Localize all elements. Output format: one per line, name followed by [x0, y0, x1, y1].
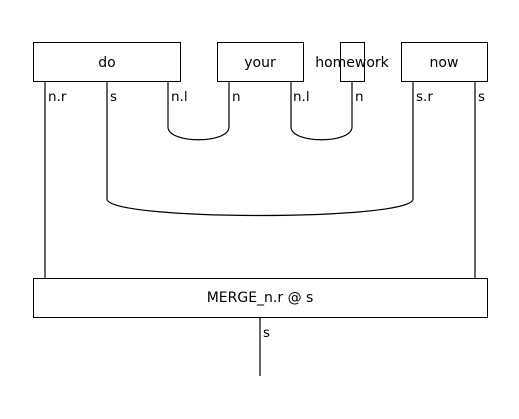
- type-label-do-nr: n.r: [48, 89, 67, 105]
- merge-label: MERGE_n.r @ s: [207, 290, 314, 306]
- type-label-your-nl: n.l: [293, 89, 310, 105]
- cup-do-nl-your-n: [167, 81, 230, 141]
- type-label-do-nl: n.l: [171, 89, 188, 105]
- type-label-your-n: n: [232, 89, 241, 105]
- type-label-now-s: s: [478, 89, 485, 105]
- merge-box: MERGE_n.r @ s: [33, 278, 488, 318]
- type-label-do-s: s: [110, 89, 117, 105]
- cup-do-s-now-sr: [106, 81, 414, 217]
- word-label-your: your: [244, 55, 276, 71]
- word-label-now: now: [430, 55, 459, 71]
- type-label-now-sr: s.r: [416, 89, 433, 105]
- word-label-homework: homework: [315, 55, 389, 71]
- cup-your-nl-homework-n: [290, 81, 353, 141]
- type-label-homework-n: n: [355, 89, 364, 105]
- word-box-do: do: [33, 42, 181, 82]
- type-label-output-s: s: [263, 325, 270, 341]
- word-box-your: your: [217, 42, 304, 82]
- word-label-do: do: [98, 55, 115, 71]
- word-box-homework: homework: [315, 42, 390, 82]
- word-box-now: now: [401, 42, 488, 82]
